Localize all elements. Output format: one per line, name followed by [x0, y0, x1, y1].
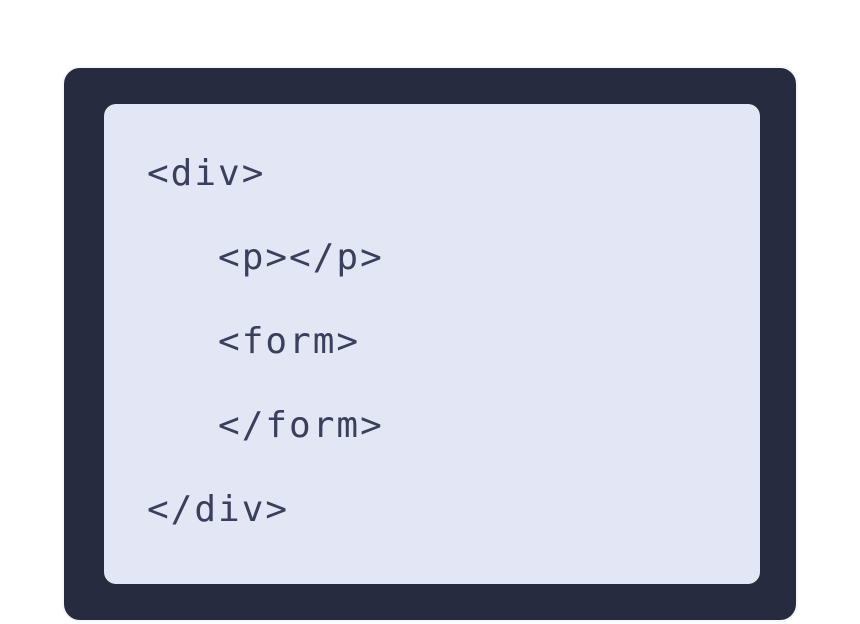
code-line-div-open: <div> — [147, 153, 266, 194]
code-line-form-open: <form> — [147, 321, 361, 362]
code-snippet-panel: <div> <p></p> <form> </form> </div> — [104, 104, 760, 584]
code-line-form-close: </form> — [147, 405, 384, 446]
code-line-div-close: </div> — [147, 489, 290, 530]
code-card: <div> <p></p> <form> </form> </div> — [62, 66, 798, 622]
code-line-p: <p></p> — [147, 237, 384, 278]
